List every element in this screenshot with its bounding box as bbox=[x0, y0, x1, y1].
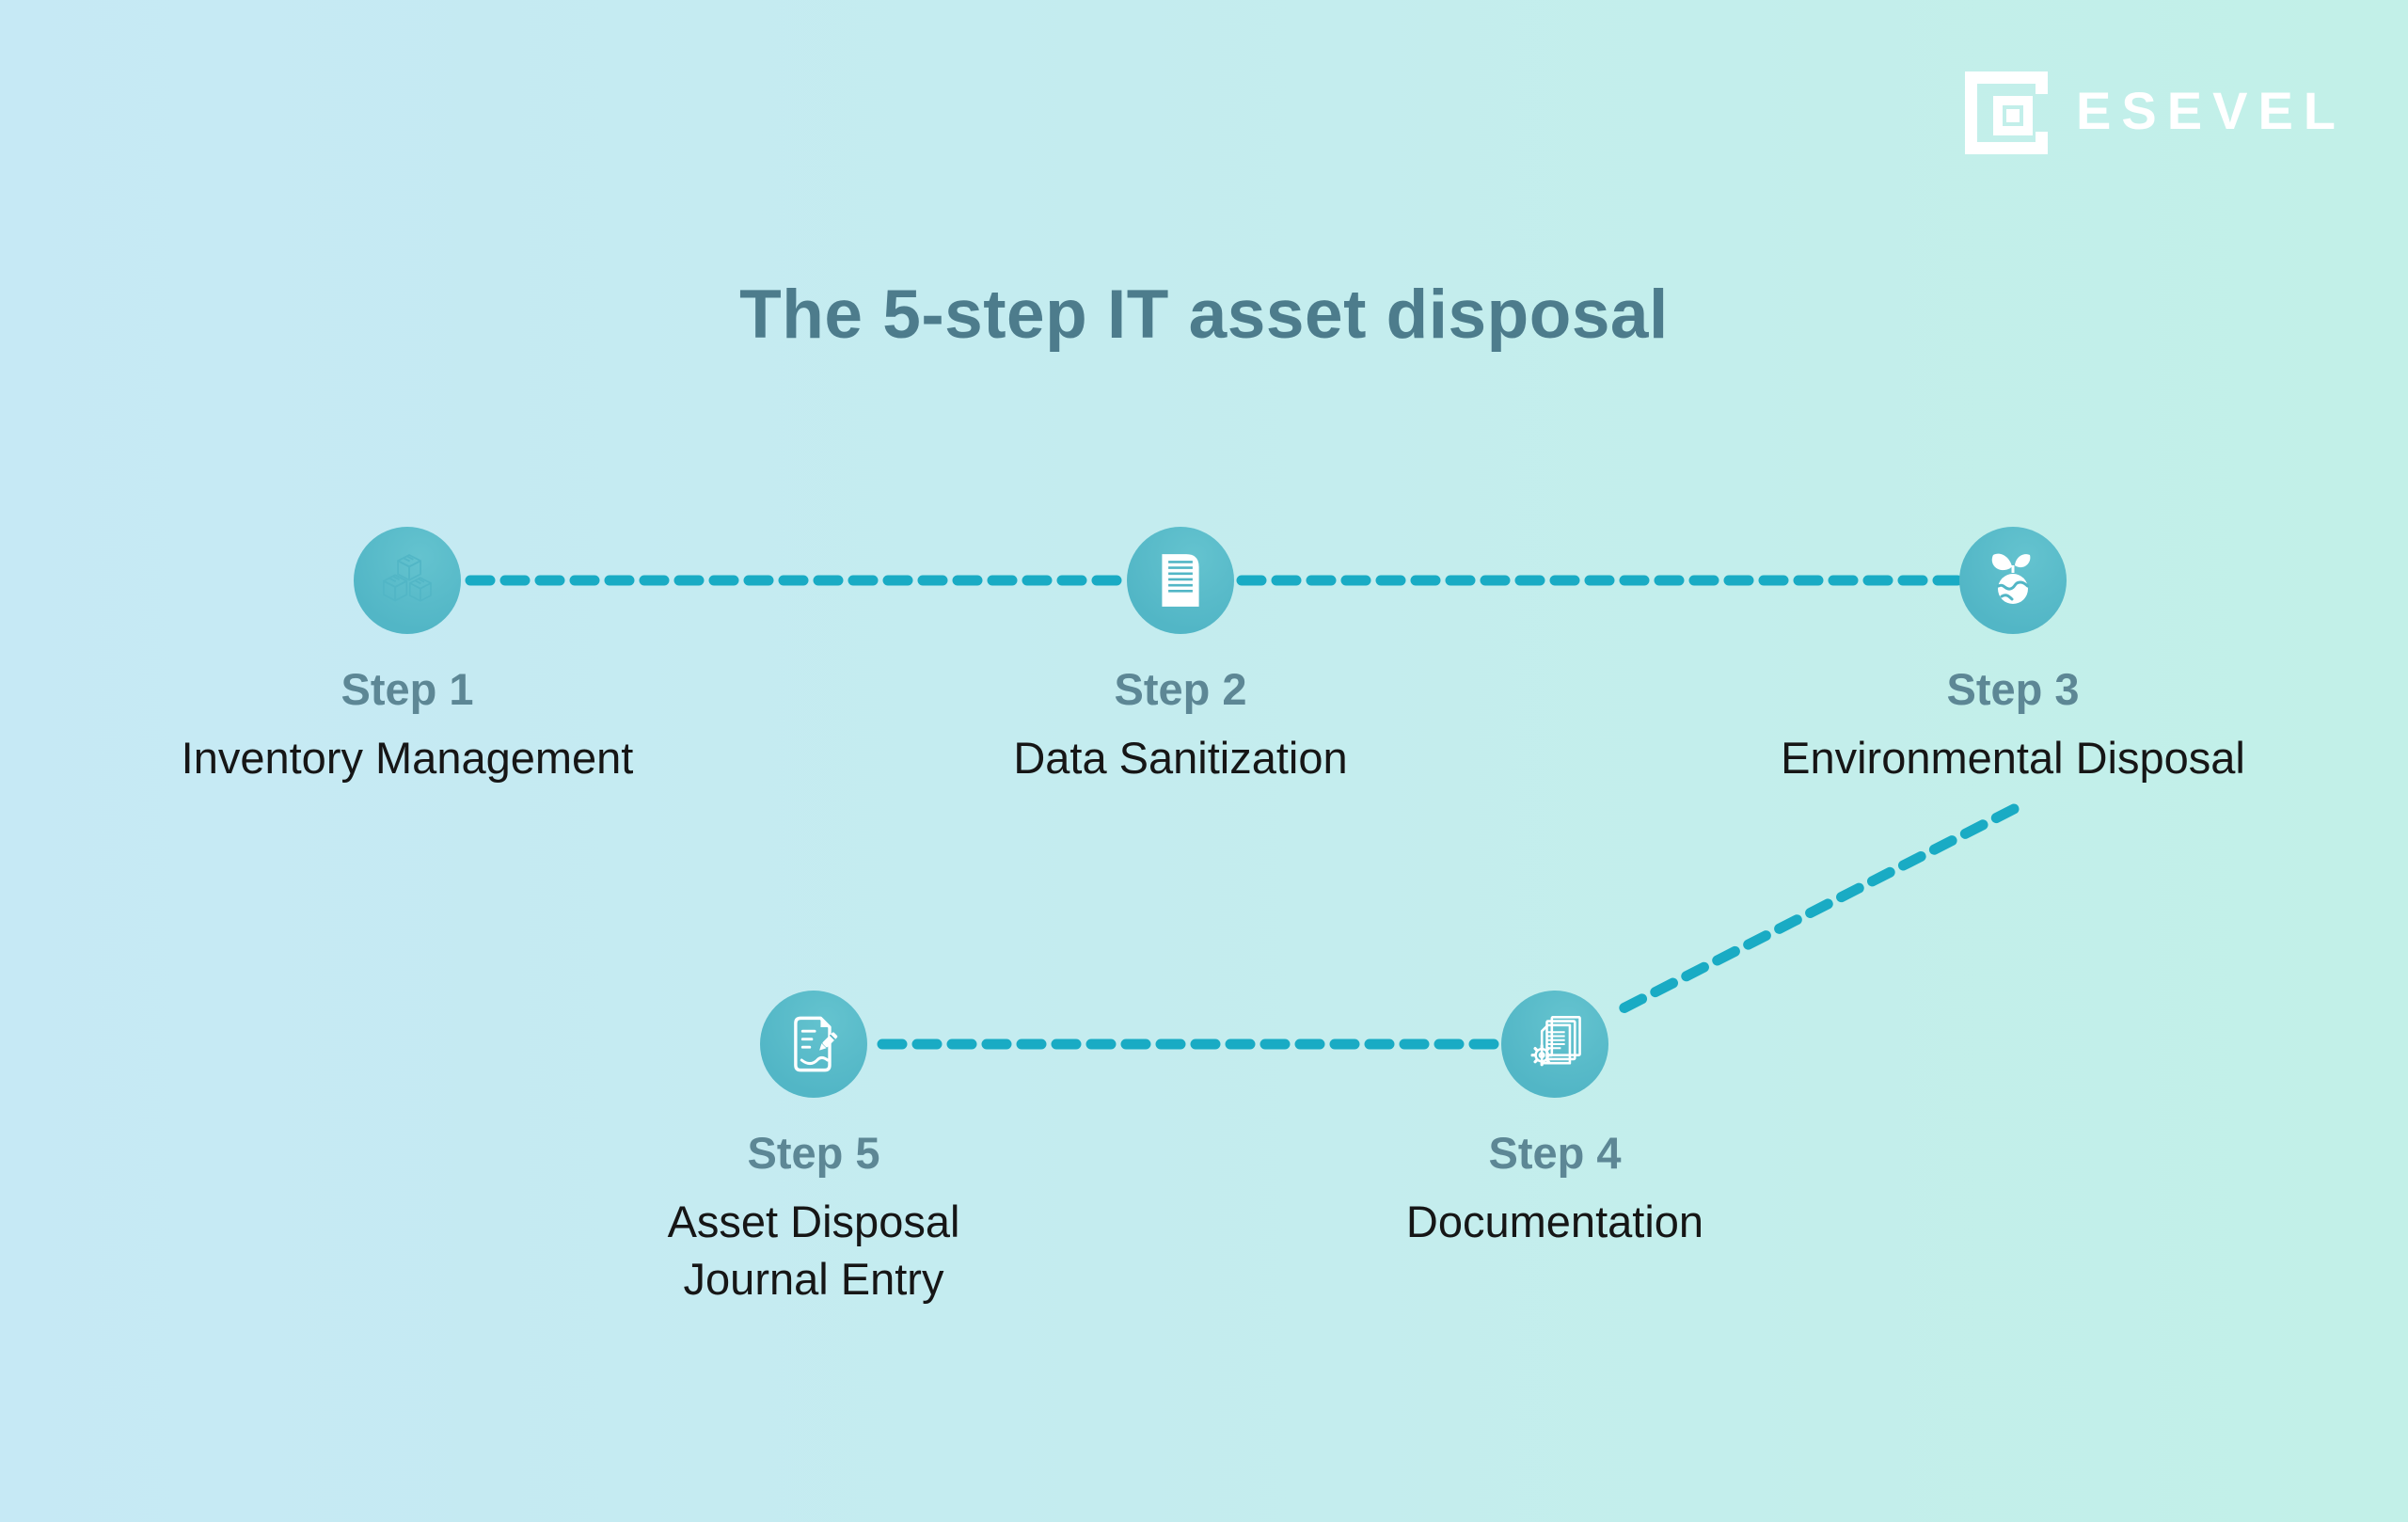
nested-squares-logo-mark-icon bbox=[1965, 71, 2049, 154]
step-3-node: Step 3 Environmental Disposal bbox=[1712, 527, 2314, 786]
step-1-node: Step 1 Inventory Management bbox=[106, 527, 708, 786]
step-5-label: Step 5 bbox=[747, 1128, 880, 1178]
brand-name: ESEVEL bbox=[2076, 81, 2346, 140]
connector-step3-step4 bbox=[1607, 803, 2020, 1020]
document-pencil-icon bbox=[794, 1016, 838, 1072]
brand-logo: ESEVEL bbox=[1965, 68, 2346, 158]
earth-sprout-icon bbox=[1991, 553, 2031, 604]
step-2-label: Step 2 bbox=[1114, 664, 1247, 714]
step-5-node: Step 5 Asset Disposal Journal Entry bbox=[513, 991, 1115, 1308]
step-2-circle bbox=[1127, 527, 1234, 634]
step-4-name: Documentation bbox=[1405, 1197, 1704, 1247]
document-lines-icon bbox=[1162, 554, 1199, 607]
step-2-name: Data Sanitization bbox=[1013, 733, 1348, 784]
step-1-circle bbox=[354, 527, 461, 634]
step-4-circle bbox=[1501, 991, 1608, 1098]
documents-gear-icon bbox=[1530, 1016, 1581, 1067]
page-title: The 5-step IT asset disposal bbox=[739, 277, 1669, 353]
step-5-name: Asset Disposal Journal Entry bbox=[667, 1197, 960, 1305]
inventory-boxes-icon bbox=[383, 554, 432, 602]
step-1-label: Step 1 bbox=[341, 664, 474, 714]
step-1-name: Inventory Management bbox=[181, 733, 634, 784]
step-4-label: Step 4 bbox=[1488, 1128, 1622, 1178]
step-3-circle bbox=[1959, 527, 2067, 634]
step-3-label: Step 3 bbox=[1946, 664, 2080, 714]
step-2-node: Step 2 Data Sanitization bbox=[879, 527, 1481, 786]
step-5-circle bbox=[760, 991, 867, 1098]
step-4-node: Step 4 Documentation bbox=[1254, 991, 1856, 1250]
step-3-name: Environmental Disposal bbox=[1781, 733, 2245, 784]
